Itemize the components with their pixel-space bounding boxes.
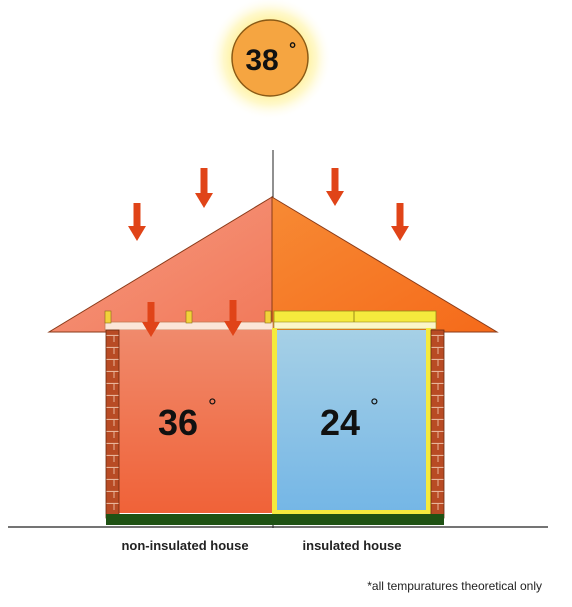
right-degree-symbol: ° bbox=[370, 394, 379, 419]
sun-degree-symbol: ° bbox=[289, 39, 296, 59]
roof-left bbox=[47, 196, 273, 333]
arrow-down-icon bbox=[128, 203, 146, 241]
floor-insulation bbox=[274, 510, 431, 516]
arrow-down-icon bbox=[224, 300, 242, 336]
arrow-down-icon bbox=[326, 168, 344, 206]
batten-left-2 bbox=[185, 310, 193, 324]
batten-left-3 bbox=[264, 310, 272, 324]
wall-insulation-inner bbox=[272, 328, 277, 518]
interior-left bbox=[119, 330, 272, 513]
interior-right bbox=[277, 330, 426, 513]
ceiling-right bbox=[273, 321, 437, 330]
label-insulated: insulated house bbox=[303, 538, 402, 553]
floor-slab bbox=[106, 514, 444, 525]
sun-core bbox=[231, 19, 309, 97]
brick-wall-right bbox=[430, 329, 445, 519]
sun-temperature: 38 bbox=[245, 44, 278, 77]
heat-arrows bbox=[128, 168, 409, 337]
wall-insulation-outer bbox=[426, 328, 431, 518]
arrow-down-icon bbox=[391, 203, 409, 241]
sun: 38 ° bbox=[208, 0, 332, 120]
left-temperature: 36 bbox=[158, 402, 198, 443]
footnote: *all tempuratures theoretical only bbox=[367, 579, 542, 593]
arrow-down-icon bbox=[142, 302, 160, 337]
right-temperature: 24 bbox=[320, 402, 360, 443]
brick-wall-left bbox=[105, 329, 120, 519]
label-non-insulated: non-insulated house bbox=[121, 538, 248, 553]
batten-left-1 bbox=[104, 310, 112, 324]
arrow-down-icon bbox=[195, 168, 213, 208]
left-degree-symbol: ° bbox=[208, 394, 217, 419]
